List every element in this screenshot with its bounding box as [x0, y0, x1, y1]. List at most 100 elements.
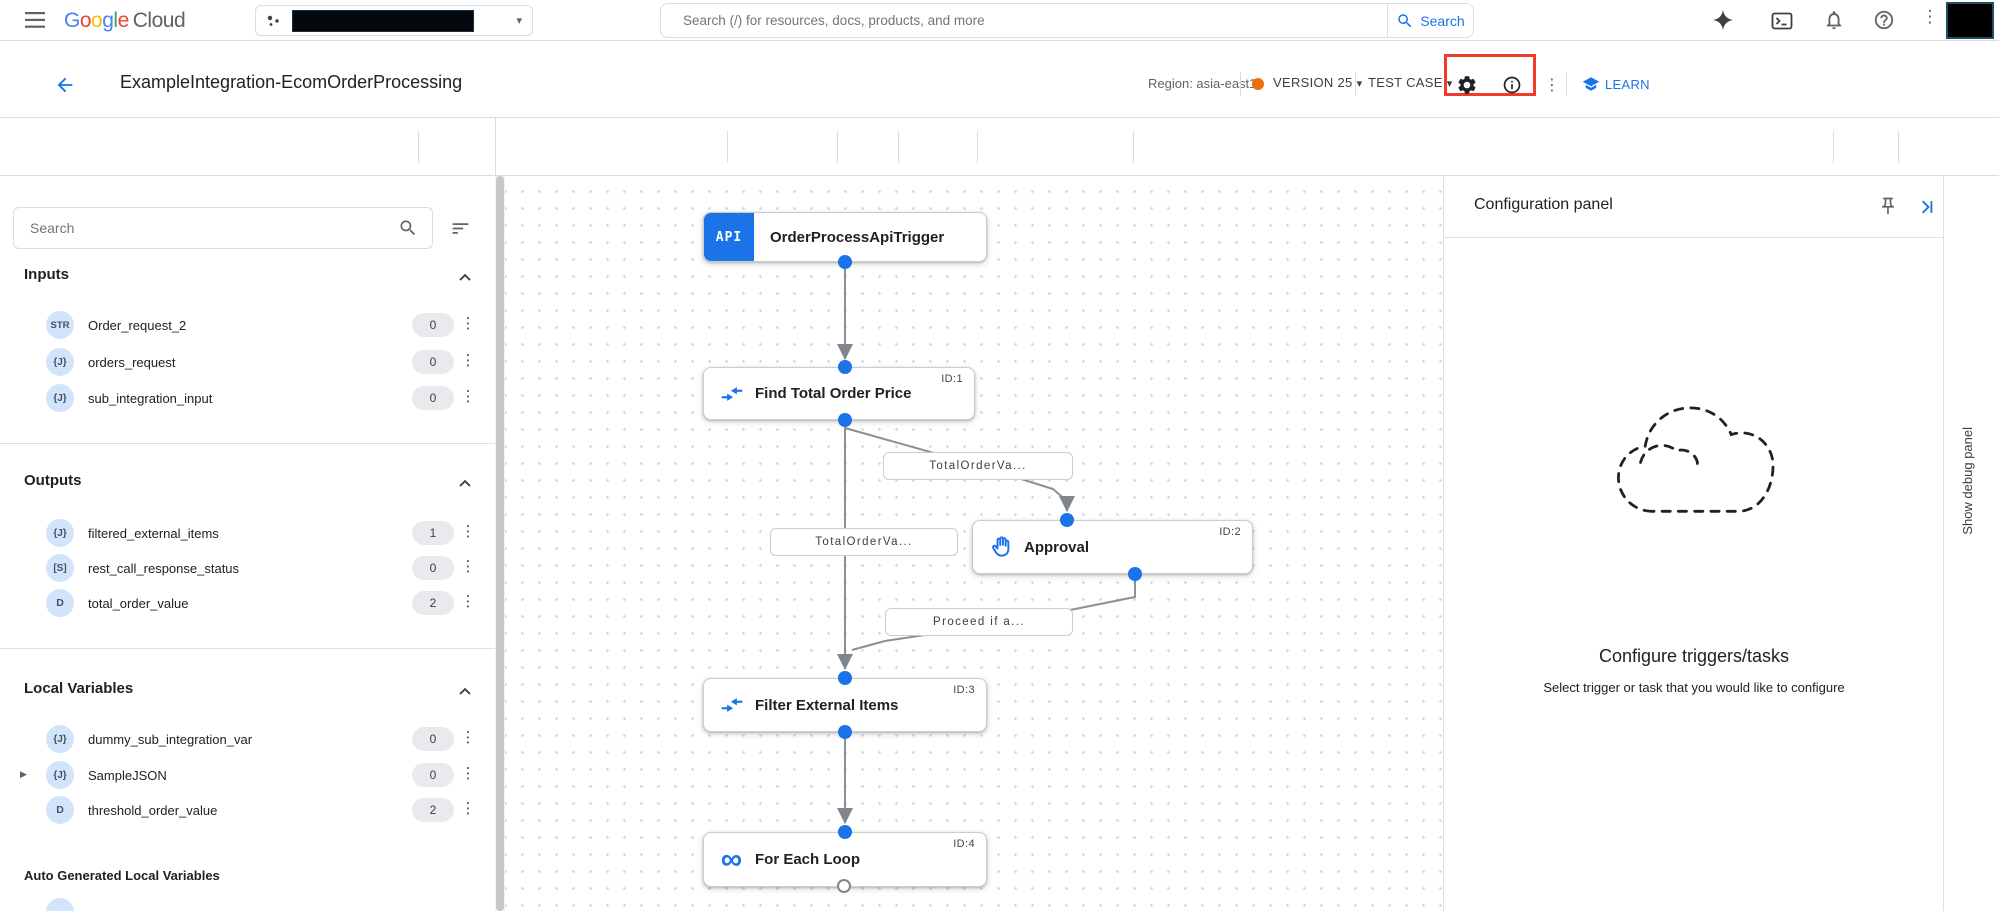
node-id: ID:3 [953, 684, 975, 696]
connector-dot[interactable] [838, 413, 852, 427]
node-approval[interactable]: ID:2 Approval [972, 520, 1253, 574]
project-icon [266, 13, 282, 29]
variable-row[interactable]: {J} orders_request 0 ⋮ [0, 343, 495, 381]
integration-canvas[interactable]: TotalOrderVa... TotalOrderVa... Proceed … [505, 176, 1443, 911]
variable-row[interactable]: {J} dummy_sub_integration_var 0 ⋮ [0, 720, 495, 758]
divider [1133, 131, 1134, 163]
connector-dot[interactable] [838, 255, 852, 269]
variable-row[interactable]: {J} filtered_external_items 1 ⋮ [0, 514, 495, 552]
variable-type-badge: {J} [46, 761, 74, 789]
divider [1898, 131, 1899, 163]
connector-dot[interactable] [838, 671, 852, 685]
section-title-outputs: Outputs [24, 472, 82, 489]
project-selector[interactable]: ▾ [255, 5, 533, 36]
divider [1444, 237, 1944, 238]
variable-type-badge: D [46, 589, 74, 617]
variable-type-badge: [S] [46, 554, 74, 582]
edge-condition-label[interactable]: TotalOrderVa... [883, 452, 1073, 480]
variable-type-badge: STR [46, 311, 74, 339]
expand-arrow-icon[interactable]: ▶ [20, 769, 27, 779]
test-case-dropdown[interactable]: TEST CASE▾ [1368, 75, 1453, 90]
node-id: ID:1 [941, 373, 963, 385]
variable-row[interactable]: [S] rest_call_response_status 0 ⋮ [0, 549, 495, 587]
variable-row[interactable]: ▶ {J} SampleJSON 0 ⋮ [0, 756, 495, 794]
filter-sort-icon[interactable] [450, 218, 471, 239]
settings-gear-icon[interactable] [1456, 74, 1478, 96]
global-search-bar: Search [660, 3, 1474, 38]
search-icon [398, 218, 418, 238]
variable-type-badge: {J} [46, 725, 74, 753]
variable-name: Order_request_2 [88, 317, 187, 333]
loop-infinity-icon: ∞ [720, 842, 743, 876]
more-options-icon[interactable]: ⋮ [460, 593, 476, 610]
pin-icon[interactable] [1878, 196, 1898, 216]
connector-dot[interactable] [1128, 567, 1142, 581]
edge-condition-label[interactable]: TotalOrderVa... [770, 528, 958, 556]
connector-dot[interactable] [838, 360, 852, 374]
divider [495, 118, 496, 176]
variable-name: dummy_sub_integration_var [88, 731, 253, 747]
learn-button[interactable]: LEARN [1582, 75, 1650, 93]
highlight-red-box [1444, 54, 1536, 96]
variable-type-badge: {J} [46, 384, 74, 412]
edge-condition-label[interactable]: Proceed if a... [885, 608, 1073, 636]
page-title: ExampleIntegration-EcomOrderProcessing [120, 72, 463, 92]
node-filter-external-items[interactable]: ID:3 Filter External Items [703, 678, 987, 732]
cloud-shell-icon[interactable] [1770, 9, 1794, 33]
divider [898, 131, 899, 163]
node-find-total-order-price[interactable]: ID:1 Find Total Order Price [703, 367, 975, 420]
collapse-right-icon[interactable] [1916, 197, 1936, 217]
more-options-icon[interactable]: ⋮ [460, 523, 476, 540]
more-options-icon[interactable]: ⋮ [1921, 7, 1939, 26]
divider [1833, 131, 1834, 163]
avatar[interactable] [1946, 2, 1994, 39]
more-options-icon[interactable]: ⋮ [460, 765, 476, 782]
variables-search-box [13, 207, 433, 249]
show-debug-panel-strip[interactable]: Show debug panel [1943, 176, 1999, 911]
global-search-input[interactable] [661, 13, 1387, 28]
node-id: ID:2 [1219, 526, 1241, 538]
more-options-icon[interactable]: ⋮ [460, 729, 476, 746]
chevron-up-icon[interactable] [455, 682, 475, 702]
sidebar-scrollbar [495, 176, 505, 911]
more-options-icon[interactable]: ⋮ [1544, 77, 1560, 94]
more-options-icon[interactable]: ⋮ [460, 388, 476, 405]
gemini-icon[interactable] [1712, 9, 1736, 33]
more-options-icon[interactable]: ⋮ [460, 315, 476, 332]
help-icon[interactable] [1873, 9, 1897, 33]
connector-dot-open[interactable] [837, 879, 851, 893]
usage-count-badge: 0 [412, 313, 454, 337]
node-order-process-api-trigger[interactable]: API OrderProcessApiTrigger [703, 212, 987, 262]
node-for-each-loop[interactable]: ID:4 ∞ For Each Loop [703, 832, 987, 887]
global-search-button[interactable]: Search [1387, 4, 1473, 37]
section-title-inputs: Inputs [24, 266, 69, 283]
info-icon[interactable] [1502, 75, 1522, 95]
variable-row[interactable]: STR Order_request_2 0 ⋮ [0, 306, 495, 344]
connector-dot[interactable] [838, 725, 852, 739]
more-options-icon[interactable]: ⋮ [460, 558, 476, 575]
back-arrow-icon[interactable] [54, 74, 76, 96]
notifications-bell-icon[interactable] [1823, 9, 1847, 33]
variable-row[interactable]: {J} sub_integration_input 0 ⋮ [0, 379, 495, 417]
chevron-up-icon[interactable] [455, 268, 475, 288]
api-trigger-badge: API [704, 213, 754, 261]
search-icon [1398, 13, 1412, 27]
variable-row[interactable]: D total_order_value 2 ⋮ [0, 584, 495, 622]
more-options-icon[interactable]: ⋮ [460, 352, 476, 369]
variable-name: rest_call_response_status [88, 560, 240, 576]
divider [0, 648, 495, 649]
node-label: Find Total Order Price [755, 385, 912, 402]
hamburger-menu-icon[interactable] [25, 12, 45, 28]
variables-search-input[interactable] [14, 220, 398, 236]
connector-dot[interactable] [838, 825, 852, 839]
scrollbar-thumb[interactable] [496, 176, 504, 911]
variable-row[interactable]: D threshold_order_value 2 ⋮ [0, 791, 495, 829]
chevron-up-icon[interactable] [455, 474, 475, 494]
variable-name: sub_integration_input [88, 390, 213, 406]
more-options-icon[interactable]: ⋮ [460, 800, 476, 817]
region-label: Region: asia-east1 [1148, 76, 1257, 91]
connector-dot[interactable] [1060, 513, 1074, 527]
version-dropdown[interactable]: VERSION 25▾ [1273, 75, 1363, 90]
usage-count-badge: 0 [412, 350, 454, 374]
